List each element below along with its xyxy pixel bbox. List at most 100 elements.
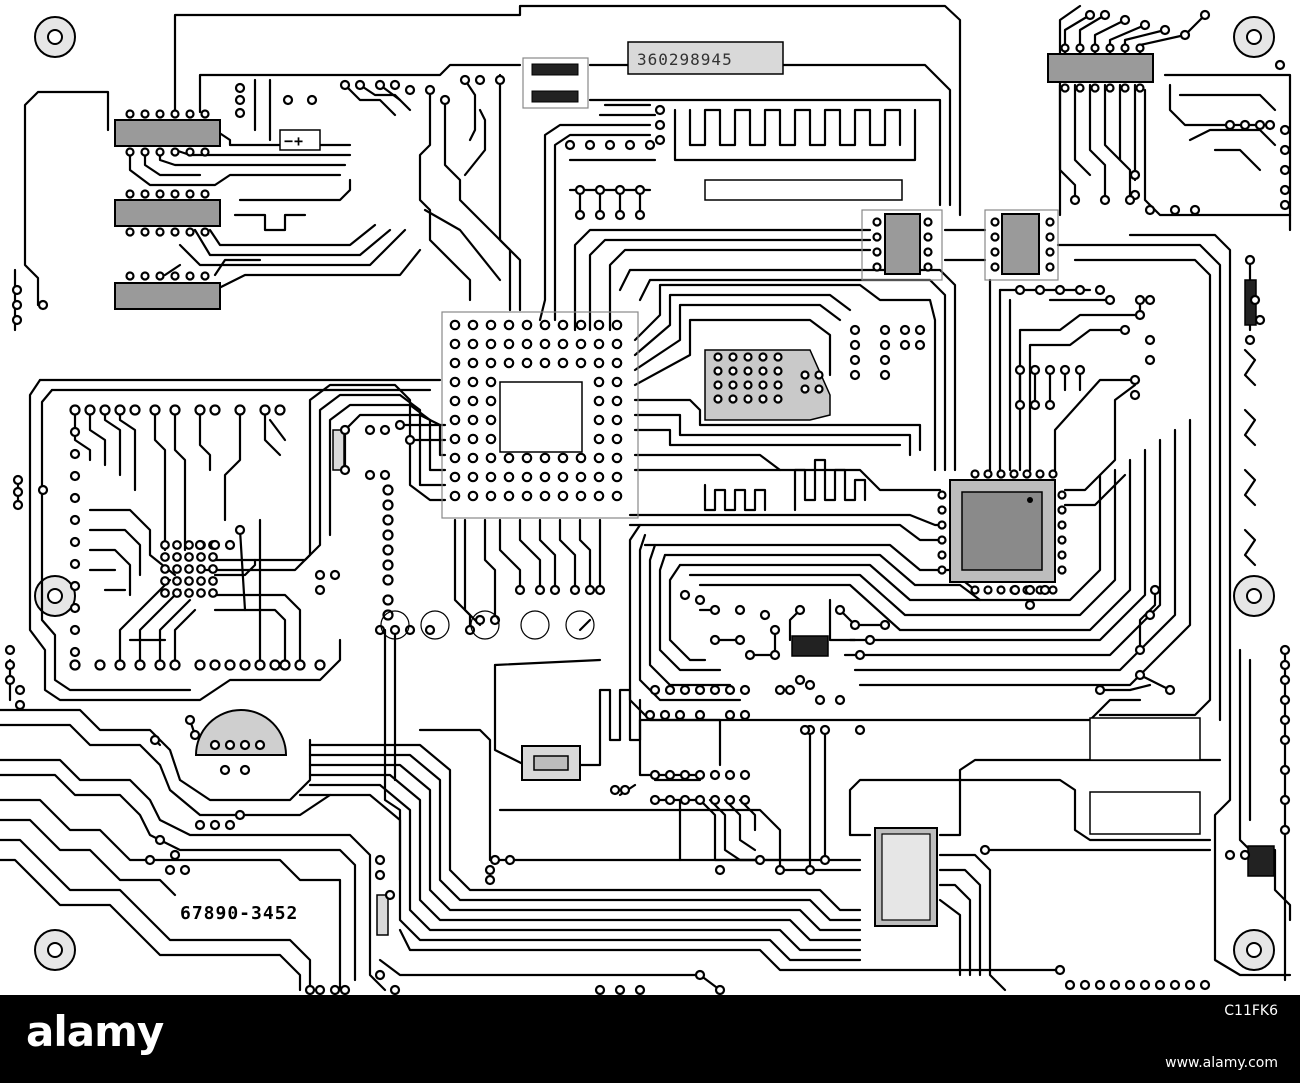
connector-right (1247, 845, 1275, 877)
solder-pad (200, 227, 210, 237)
solder-pad (329, 569, 341, 581)
resistor-vertical-2 (376, 894, 389, 936)
solder-pad (1029, 399, 1041, 411)
solder-pad (129, 404, 141, 416)
solder-pad (169, 659, 181, 671)
solder-pad (923, 217, 933, 227)
solder-pad (160, 540, 170, 550)
solder-pad (234, 107, 246, 119)
solder-pad (12, 499, 24, 511)
solder-pad (449, 471, 461, 483)
solder-pad (1109, 979, 1121, 991)
solder-pad (611, 319, 623, 331)
solder-pad (125, 109, 135, 119)
solder-pad (467, 452, 479, 464)
solder-pad (1279, 199, 1291, 211)
solder-pad (69, 536, 81, 548)
solder-pad (739, 709, 751, 721)
pad-ring (420, 610, 450, 640)
solder-pad (424, 84, 436, 96)
solder-pad (614, 209, 626, 221)
solder-pad (979, 844, 991, 856)
connector-3pin (791, 635, 829, 657)
solder-pad (1249, 294, 1261, 306)
solder-pad (872, 232, 882, 242)
solder-pad (664, 684, 676, 696)
solder-pad (1119, 324, 1131, 336)
solder-pad (114, 404, 126, 416)
solder-pad (539, 319, 551, 331)
solder-pad (1144, 354, 1156, 366)
solder-pad (1094, 684, 1106, 696)
solder-pad (503, 490, 515, 502)
solder-pad (1149, 584, 1161, 596)
solder-pad (160, 564, 170, 574)
solder-pad (679, 769, 691, 781)
solder-pad (923, 262, 933, 272)
solder-pad (784, 684, 796, 696)
solder-pad (594, 584, 606, 596)
soic-chip-1 (861, 209, 943, 281)
solder-pad (611, 471, 623, 483)
solder-pad (155, 147, 165, 157)
watermark-footer: alamy C11FK6 www.alamy.com (0, 995, 1300, 1083)
solder-pad (485, 338, 497, 350)
solder-pad (467, 433, 479, 445)
solder-pad (654, 119, 666, 131)
open-rect-3 (704, 179, 903, 201)
solder-pad (1045, 232, 1055, 242)
solder-pad (196, 564, 206, 574)
solder-pad (382, 559, 394, 571)
solder-pad (155, 189, 165, 199)
solder-pad (503, 452, 515, 464)
solder-pad (364, 424, 376, 436)
mounting-hole-mid-right (1233, 575, 1275, 617)
solder-pad (521, 319, 533, 331)
solder-pad (773, 380, 783, 390)
solder-pad (196, 576, 206, 586)
pad-ring (565, 610, 595, 640)
solder-pad (1224, 849, 1236, 861)
solder-pad (1090, 83, 1100, 93)
solder-pad (879, 619, 891, 631)
solder-pad (449, 376, 461, 388)
solder-pad (160, 576, 170, 586)
solder-pad (800, 370, 810, 380)
solder-pad (575, 319, 587, 331)
solder-pad (449, 319, 461, 331)
solder-pad (424, 624, 436, 636)
solder-pad (382, 484, 394, 496)
solder-pad (937, 535, 947, 545)
solder-pad (593, 395, 605, 407)
solder-pad (575, 471, 587, 483)
solder-pad (539, 452, 551, 464)
part-number-label: 67890-3452 (180, 903, 298, 924)
solder-pad (714, 984, 726, 995)
solder-pad (1060, 43, 1070, 53)
solder-pad (254, 739, 266, 751)
solder-pad (983, 585, 993, 595)
solder-pad (674, 709, 686, 721)
solder-pad (1144, 294, 1156, 306)
solder-pad (239, 739, 251, 751)
solder-pad (11, 299, 23, 311)
solder-pad (467, 376, 479, 388)
solder-pad (1045, 262, 1055, 272)
solder-pad (864, 634, 876, 646)
solder-pad (937, 550, 947, 560)
solder-pad (1057, 490, 1067, 500)
solder-pad (549, 584, 561, 596)
solder-pad (564, 139, 576, 151)
polarity-block (279, 129, 321, 151)
solder-pad (814, 370, 824, 380)
solder-pad (614, 184, 626, 196)
solder-pad (713, 394, 723, 404)
solder-pad (69, 404, 81, 416)
solder-pad (1279, 184, 1291, 196)
solder-pad (1057, 520, 1067, 530)
solder-pad (224, 739, 236, 751)
solder-pad (734, 634, 746, 646)
solder-pad (69, 646, 81, 658)
solder-pad (634, 184, 646, 196)
solder-pad (1169, 204, 1181, 216)
